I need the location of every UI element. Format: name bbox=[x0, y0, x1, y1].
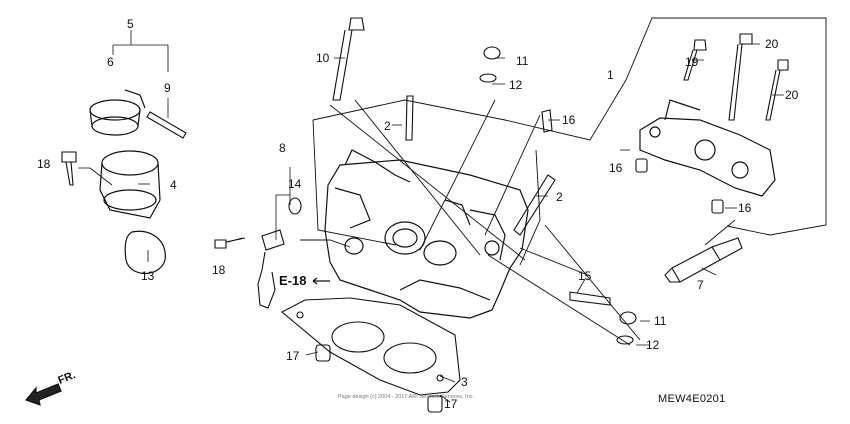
callout-9: 9 bbox=[164, 81, 171, 95]
cylinder-head bbox=[324, 149, 529, 319]
callout-13: 13 bbox=[141, 269, 155, 283]
callout-14: 14 bbox=[288, 177, 302, 191]
callout-19: 19 bbox=[685, 55, 699, 69]
callout-10: 10 bbox=[316, 51, 330, 65]
callout-18: 18 bbox=[37, 157, 51, 171]
fasteners bbox=[61, 17, 789, 306]
reference-arrow-icon bbox=[312, 277, 330, 285]
callout-8: 8 bbox=[279, 141, 286, 155]
head-gasket bbox=[281, 297, 461, 396]
callout-11: 11 bbox=[516, 54, 529, 68]
intake-insulator bbox=[89, 89, 166, 274]
callout-5: 5 bbox=[127, 17, 134, 31]
callout-2: 2 bbox=[384, 119, 391, 133]
diagram-code: MEW4E0201 bbox=[658, 393, 726, 405]
callout-16: 16 bbox=[738, 201, 752, 215]
callout-18: 18 bbox=[212, 263, 226, 277]
spark-plug bbox=[664, 237, 743, 283]
callout-16: 16 bbox=[562, 113, 576, 127]
callout-4: 4 bbox=[170, 178, 177, 192]
sensor bbox=[257, 229, 285, 309]
callout-16: 16 bbox=[609, 161, 623, 175]
callout-17: 17 bbox=[286, 349, 300, 363]
copyright-notice: Page design (c) 2004 - 2017 ARI Network … bbox=[338, 394, 475, 400]
callout-12: 12 bbox=[509, 78, 523, 92]
group-boundaries bbox=[300, 17, 827, 346]
rocker-holder bbox=[639, 99, 776, 197]
callout-20: 20 bbox=[765, 37, 779, 51]
reference-tag: E-18 bbox=[279, 273, 307, 288]
callout-1: 1 bbox=[607, 68, 614, 82]
callout-17: 17 bbox=[444, 397, 458, 411]
callout-11: 11 bbox=[654, 314, 667, 328]
callout-7: 7 bbox=[697, 278, 704, 292]
callout-12: 12 bbox=[646, 338, 660, 352]
small-parts bbox=[288, 46, 724, 413]
callout-6: 6 bbox=[107, 55, 114, 69]
front-arrow bbox=[24, 383, 62, 406]
callout-2: 2 bbox=[556, 190, 563, 204]
leader-lines bbox=[78, 30, 784, 403]
callout-15: 15 bbox=[578, 269, 592, 283]
callout-3: 3 bbox=[461, 375, 468, 389]
callout-20: 20 bbox=[785, 88, 799, 102]
